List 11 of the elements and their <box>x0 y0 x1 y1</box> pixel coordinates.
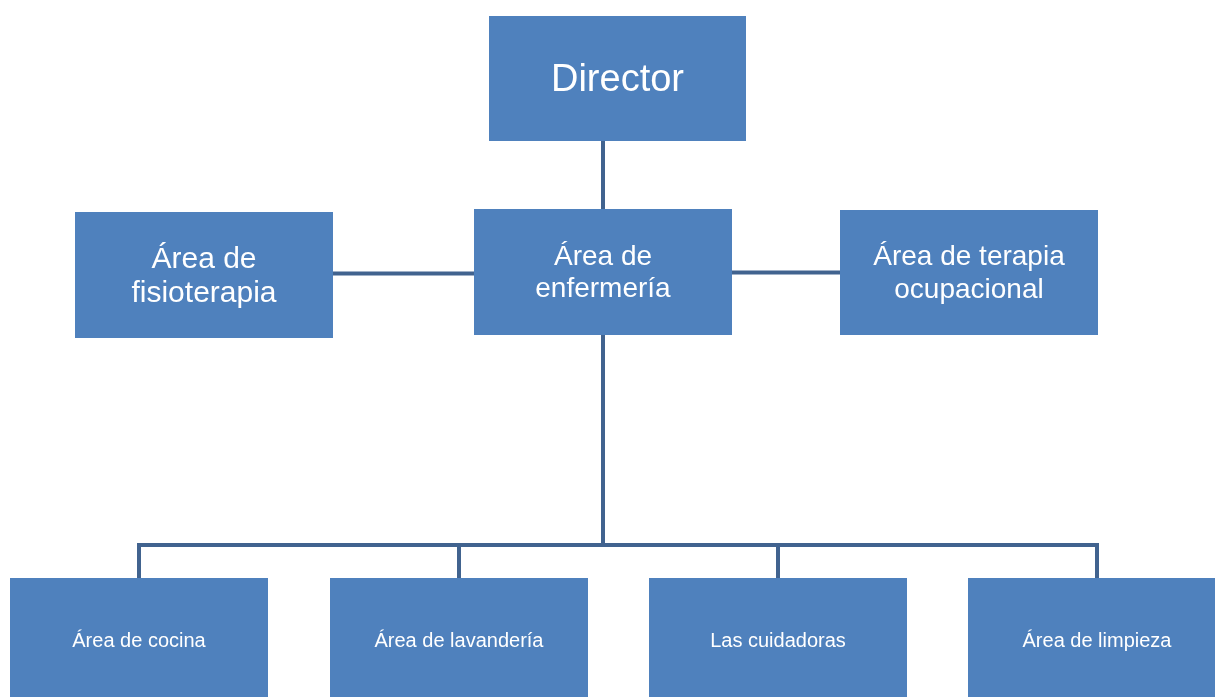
connector-line <box>732 270 840 275</box>
org-box: Área de terapia ocupacional <box>840 210 1098 335</box>
org-box: Área de cocina <box>10 578 268 697</box>
org-box: Área de fisioterapia <box>75 212 333 338</box>
org-box: Área de lavandería <box>330 578 588 697</box>
org-box: Las cuidadoras <box>649 578 907 697</box>
org-box: Director <box>489 16 746 141</box>
org-box: Área de limpieza <box>968 578 1215 697</box>
connector-line <box>333 271 474 276</box>
org-box: Área de enfermería <box>474 209 732 335</box>
connector-line <box>601 141 605 209</box>
